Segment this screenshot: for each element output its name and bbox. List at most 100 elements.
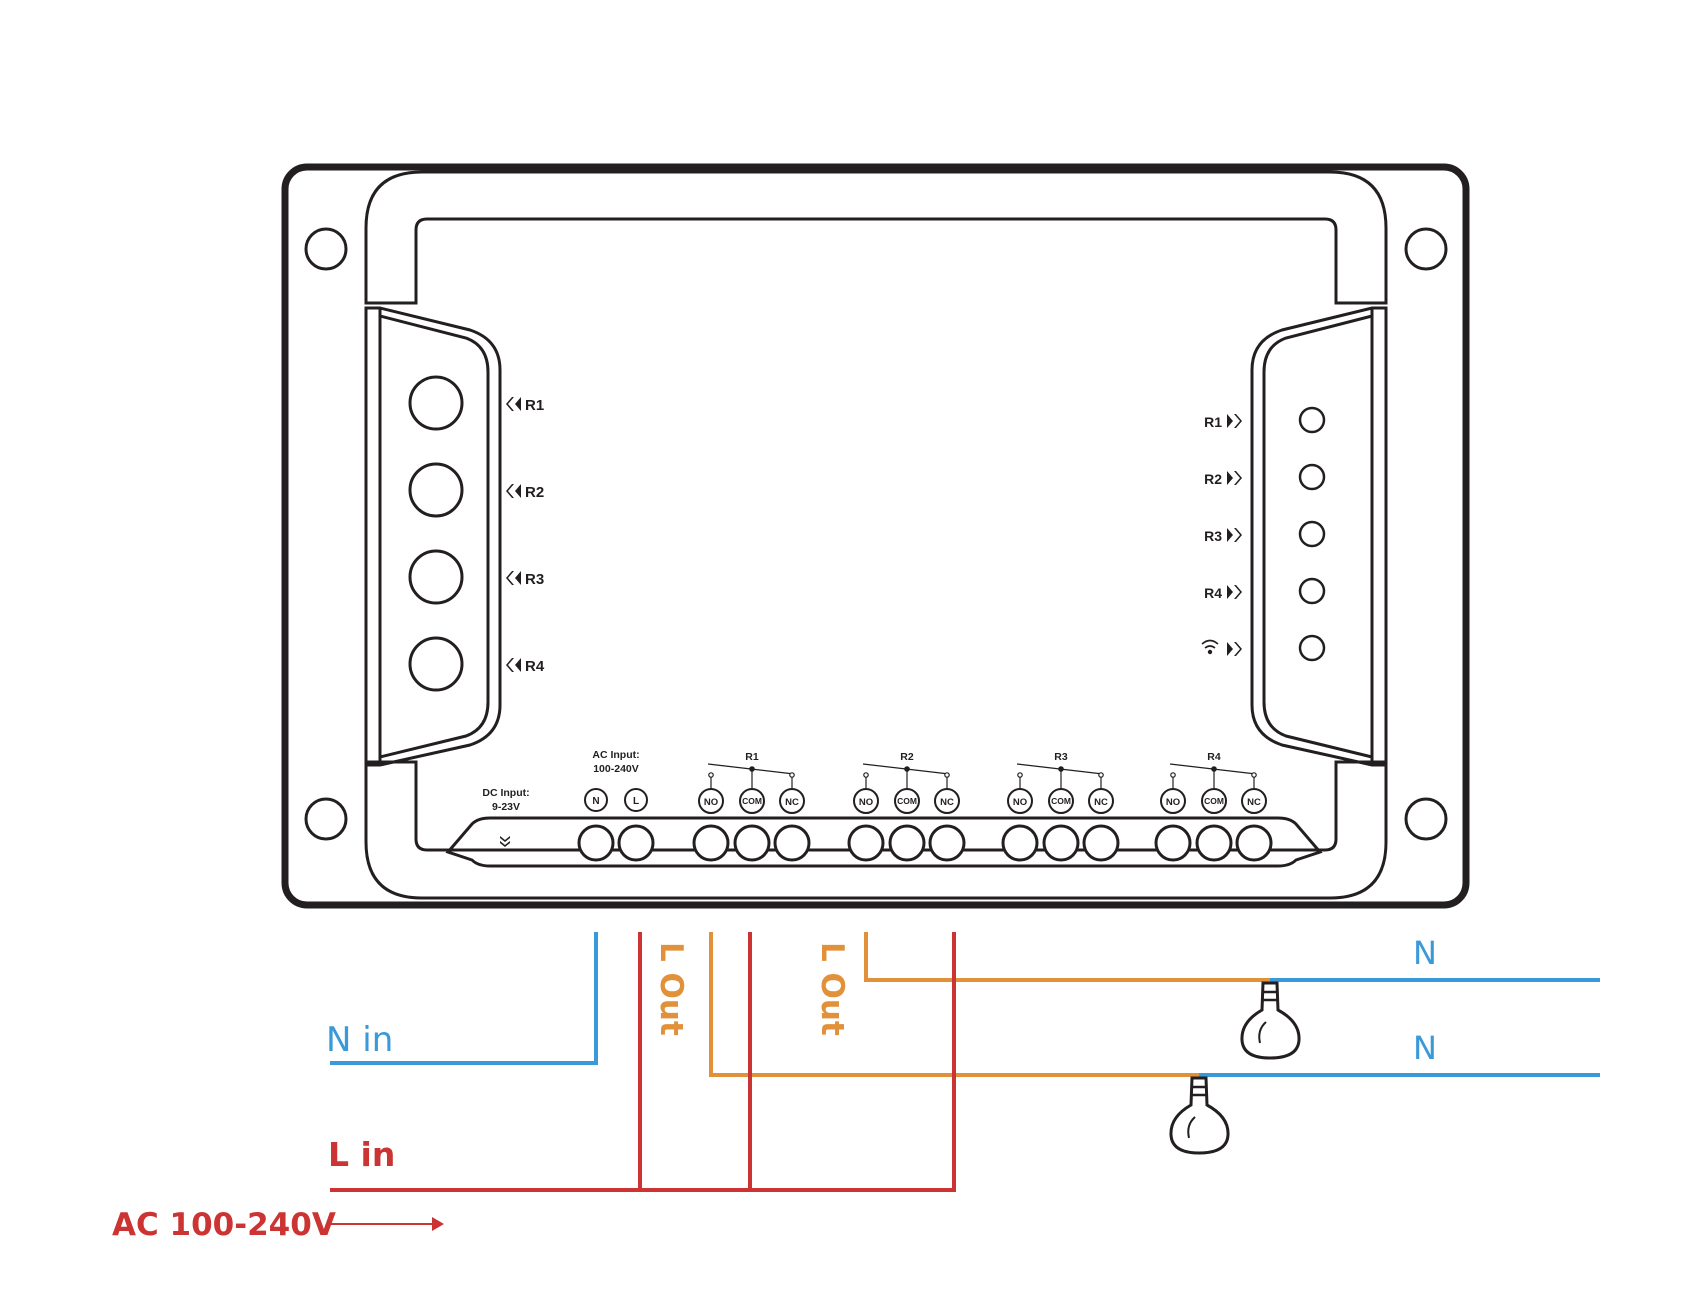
light-bulb-icon [1169,1076,1230,1155]
led-wifi [1201,634,1326,662]
relay-group-r3: R3 NO COM NC [1001,751,1120,862]
terminal-tag-no [1160,788,1186,814]
terminal-tag-label: NC [940,797,954,808]
led-circle [1298,634,1326,662]
screw-terminal [847,824,885,862]
led-r2: R2 [1204,463,1326,491]
wire-l-out-1 [709,932,1199,1077]
dc-input: DC Input: 9-23V [482,787,530,847]
wire-n-in [330,932,598,1065]
screw-terminal [1235,824,1273,862]
relay-button-r3[interactable]: R3 [408,549,544,605]
relay-button-r1[interactable]: R1 [408,375,544,431]
right-double-arrow-icon [1227,528,1242,542]
label-n-2: N [1413,1029,1437,1067]
button-label: R1 [525,397,544,414]
screw-terminal [577,824,615,862]
terminal-tag-label: NC [1094,797,1108,808]
led-circle [1298,406,1326,434]
terminal-tag-l [624,788,648,812]
relay-name: R4 [1207,751,1221,763]
mounting-holes [304,227,1448,841]
button-circle[interactable] [408,375,464,431]
screw-terminal [773,824,811,862]
terminal-tag-label: COM [742,796,762,806]
terminal-tag-no [698,788,724,814]
button-circle[interactable] [408,462,464,518]
led-label: R2 [1204,471,1222,487]
right-double-arrow-icon [1227,585,1242,599]
terminal-tag-label: NC [785,797,799,808]
relay-name: R3 [1054,751,1068,763]
relay-name: R2 [900,751,914,763]
mounting-hole [1404,227,1448,271]
chevron-down-icon [500,836,510,847]
label-l-out-2: L Out [814,942,850,1036]
led-r1: R1 [1204,406,1326,434]
screw-terminal [1001,824,1039,862]
relay-name: R1 [745,751,759,763]
ac-input-value: 100-240V [593,763,639,775]
led-circle [1298,520,1326,548]
right-double-arrow-icon [1227,642,1242,656]
status-leds: R1 R2 R3 R4 [1201,406,1326,662]
relay-group-r4: R4 NO COM NC [1154,751,1273,862]
ac-input-label: AC Input: [592,749,639,761]
terminal-tag-nc [934,788,960,814]
label-l-out-1: L Out [653,942,689,1036]
terminal-strip [445,816,1323,868]
led-label: R1 [1204,414,1222,430]
terminal-tag-com [739,788,765,814]
wire-l-in [330,932,956,1192]
enclosure-inner-tray-bottom [364,760,1388,900]
enclosure-inner-tray [364,170,1388,305]
left-side-panel-inner [379,314,490,759]
button-label: R4 [525,658,545,675]
left-double-arrow-icon [506,397,521,411]
led-label: R3 [1204,528,1222,544]
wifi-icon [1201,639,1219,655]
relay-terminals: R1 NO COM NC R2 NO COM [692,751,1273,862]
relay-button-r4[interactable]: R4 [408,636,545,692]
mounting-hole [304,797,348,841]
terminal-tag-com [894,788,920,814]
terminal-tag-label: N [592,796,599,807]
screw-terminal [888,824,926,862]
right-double-arrow-icon [1227,414,1242,428]
terminal-tag-label: NC [1247,797,1261,808]
right-side-panel-inner [1262,314,1373,759]
terminal-tag-label: NO [704,797,718,808]
terminal-tag-label: COM [1051,796,1071,806]
button-circle[interactable] [408,636,464,692]
relay-group-r2: R2 NO COM NC [847,751,966,862]
left-side-panel [364,306,502,767]
terminal-tag-no [1007,788,1033,814]
button-circle[interactable] [408,549,464,605]
light-bulb-icon [1240,981,1301,1060]
led-label: R4 [1204,585,1222,601]
button-label: R2 [525,484,544,501]
right-side-panel [1250,306,1388,767]
terminal-tag-label: NO [1166,797,1180,808]
terminal-tag-label: COM [1204,796,1224,806]
label-n-1: N [1413,934,1437,972]
mounting-hole [1404,797,1448,841]
led-circle [1298,577,1326,605]
led-circle [1298,463,1326,491]
relay-group-r1: R1 NO COM NC [692,751,811,862]
terminal-tag-label: NO [1013,797,1027,808]
terminal-tag-com [1048,788,1074,814]
relay-button-r2[interactable]: R2 [408,462,544,518]
wires [330,932,1600,1192]
dc-input-value: 9-23V [492,801,520,813]
button-label: R3 [525,571,544,588]
screw-terminal [1195,824,1233,862]
left-double-arrow-icon [506,484,521,498]
enclosure-outer [281,163,1470,909]
screw-terminal [617,824,655,862]
label-n-in: N in [326,1020,393,1060]
terminal-tag-com [1201,788,1227,814]
label-l-in: L in [328,1135,395,1174]
left-double-arrow-icon [506,571,521,585]
